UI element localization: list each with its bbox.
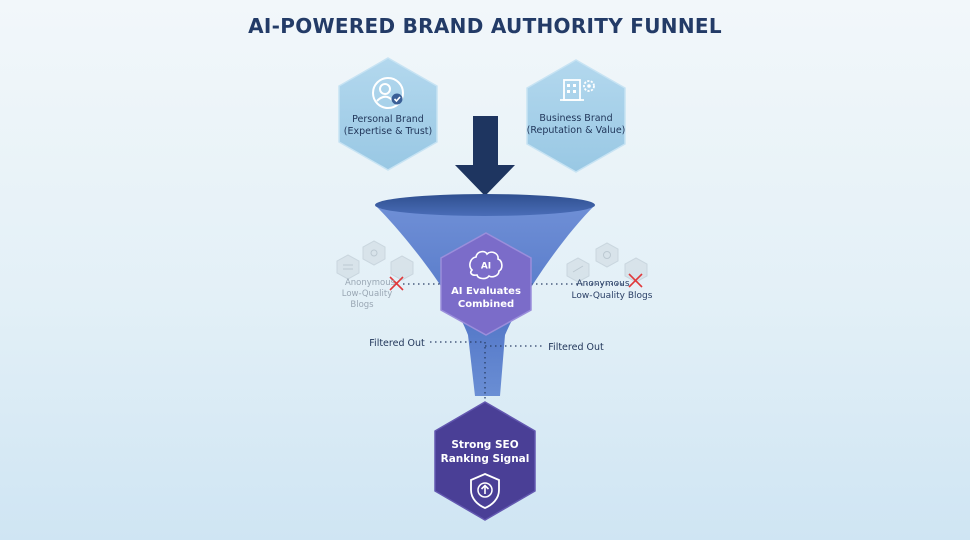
seo-signal-sublabel: Ranking Signal	[441, 453, 530, 465]
faded-blog-icon	[566, 242, 648, 283]
building-gear-icon	[560, 79, 595, 101]
right-rejected-label-1: Anonymous	[576, 279, 629, 289]
seo-signal-node: Strong SEO Ranking Signal	[434, 401, 536, 521]
person-check-icon	[372, 77, 404, 109]
reject-x-icon	[389, 276, 404, 291]
business-brand-label: Business Brand	[539, 113, 612, 124]
left-rejected-label-1: Anonymous	[345, 278, 396, 288]
filtered-out-right-label: Filtered Out	[548, 342, 604, 353]
personal-brand-sublabel: (Expertise & Trust)	[344, 126, 432, 137]
business-brand-sublabel: (Reputation & Value)	[527, 125, 626, 136]
right-rejected-label-2: Low-Quality Blogs	[572, 291, 653, 301]
business-brand-node: Business Brand (Reputation & Value)	[526, 59, 626, 173]
faded-blog-icon	[336, 240, 414, 281]
seo-signal-label: Strong SEO	[451, 439, 518, 451]
shield-arrow-up-icon	[470, 473, 500, 509]
right-rejected-blogs: Anonymous Low-Quality Blogs	[566, 242, 653, 301]
left-rejected-label-2: Low-Quality	[342, 289, 393, 299]
page-title: AI-POWERED BRAND AUTHORITY FUNNEL	[248, 14, 722, 38]
filter-dotted-lines	[403, 283, 626, 402]
ai-badge: AI	[481, 262, 491, 272]
ai-evaluation-node: AI AI Evaluates Combined	[440, 232, 532, 336]
ai-brain-icon: AI	[469, 250, 503, 280]
reject-x-icon	[628, 273, 643, 288]
personal-brand-node: Personal Brand (Expertise & Trust)	[338, 57, 438, 171]
left-rejected-label-3: Blogs	[350, 300, 374, 310]
ai-evaluation-sublabel: Combined	[458, 299, 514, 310]
personal-brand-label: Personal Brand	[352, 114, 424, 125]
left-rejected-blogs: Anonymous Low-Quality Blogs	[336, 240, 414, 310]
ai-evaluation-label: AI Evaluates	[451, 286, 521, 297]
filtered-out-left-label: Filtered Out	[369, 338, 425, 349]
down-arrow-icon	[455, 116, 515, 196]
